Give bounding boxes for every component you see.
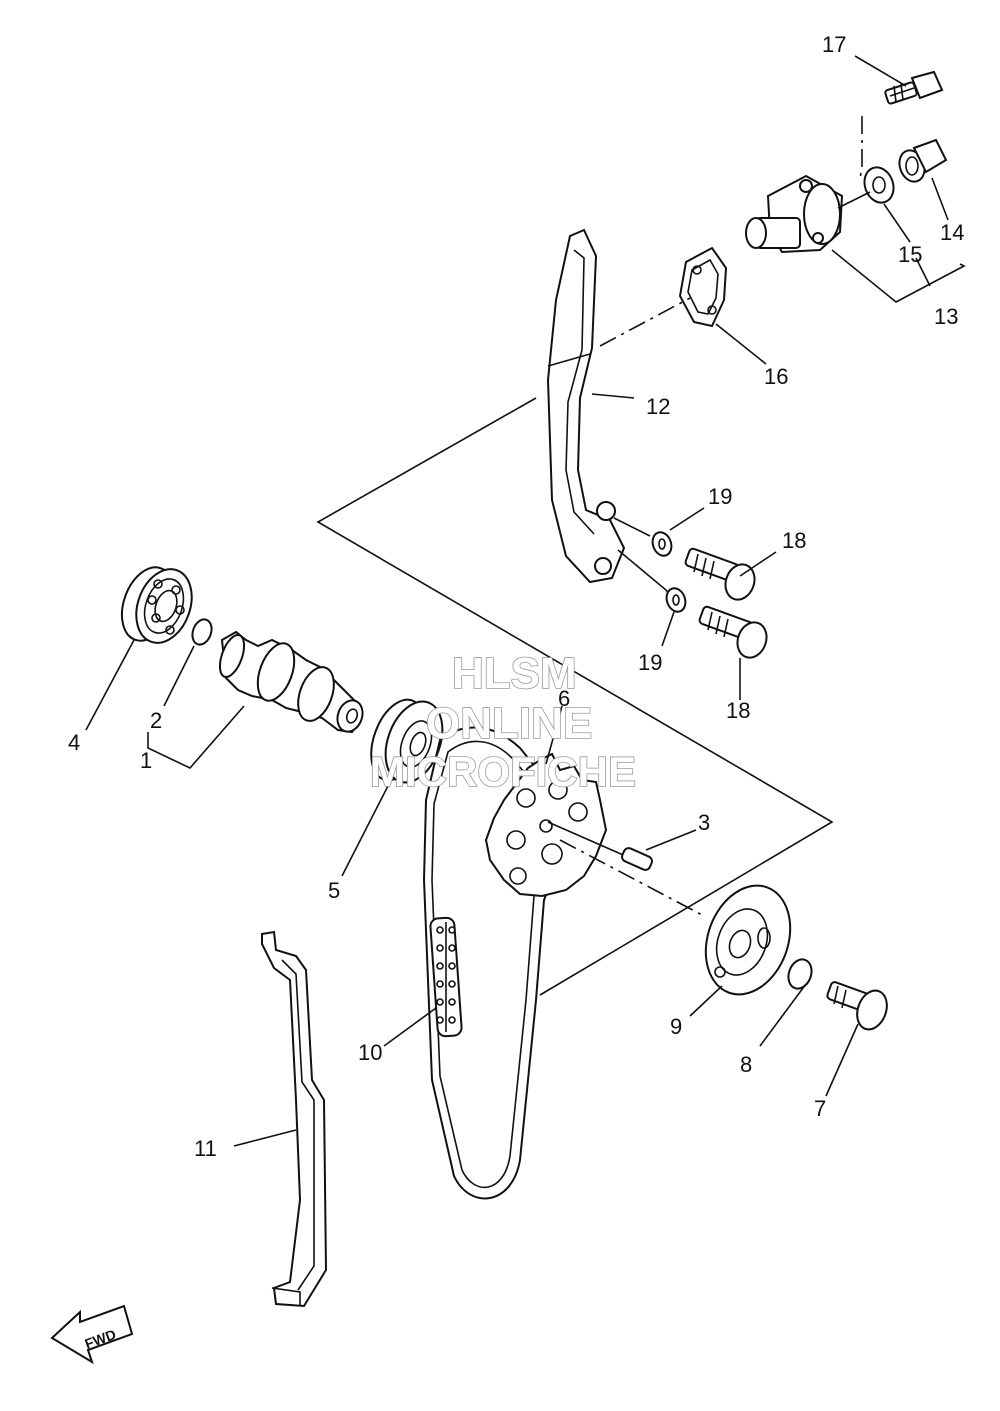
washer-19-upper: [651, 531, 673, 557]
callout-19-lower: 19: [638, 650, 662, 675]
callout-19-upper: 19: [708, 484, 732, 509]
forward-direction-arrow: FWD: [50, 1304, 134, 1365]
bolt-18-lower: [698, 605, 768, 659]
washer-19-lower: [665, 587, 687, 613]
plate-9: [704, 884, 792, 996]
callout-4: 4: [68, 730, 80, 755]
chain-links: [429, 916, 463, 1038]
callout-11: 11: [194, 1136, 217, 1161]
callout-13: 13: [934, 304, 958, 329]
bolt-7: [826, 981, 888, 1031]
callout-18-lower: 18: [726, 698, 750, 723]
callout-3: 3: [698, 810, 710, 835]
dowel-pin-3: [547, 821, 705, 917]
callout-2: 2: [150, 708, 162, 733]
watermark: HLSM ONLINE MICROFICHE: [369, 648, 637, 796]
washer-8: [787, 958, 813, 990]
plug-bolt-14: [898, 138, 948, 183]
gasket-16: [599, 246, 728, 347]
gasket-15: [863, 166, 895, 204]
callout-labels: 1 2 3 4 5 6 7 8 9 10 11 12 13 14 15 16 1…: [68, 32, 964, 1161]
bearing-4: [120, 566, 193, 644]
callout-14: 14: [940, 220, 964, 245]
callout-5: 5: [328, 878, 340, 903]
callout-17: 17: [822, 32, 846, 57]
chain-guide-11: [261, 930, 328, 1308]
ring-2: [191, 618, 213, 646]
watermark-line-2: ONLINE: [426, 699, 592, 748]
callout-7: 7: [814, 1096, 826, 1121]
cam-sprocket-6: [484, 752, 608, 898]
camshaft-1: [218, 630, 364, 734]
bearing-5: [370, 698, 444, 784]
watermark-line-3: MICROFICHE: [370, 748, 636, 795]
callout-1: 1: [140, 748, 152, 773]
callout-16: 16: [764, 364, 788, 389]
callout-9: 9: [670, 1014, 682, 1039]
callout-18-upper: 18: [782, 528, 806, 553]
callout-6: 6: [558, 686, 570, 711]
chain-tensioner-13: [745, 174, 871, 254]
watermark-line-1: HLSM: [452, 649, 577, 698]
callout-8: 8: [740, 1052, 752, 1077]
callout-12: 12: [646, 394, 670, 419]
bolt-17: [859, 70, 944, 179]
bolt-18-upper: [684, 547, 756, 601]
callout-15: 15: [898, 242, 922, 267]
callout-10: 10: [358, 1040, 382, 1065]
assembly-boundary: [316, 397, 834, 996]
leader-lines: [85, 55, 966, 1147]
